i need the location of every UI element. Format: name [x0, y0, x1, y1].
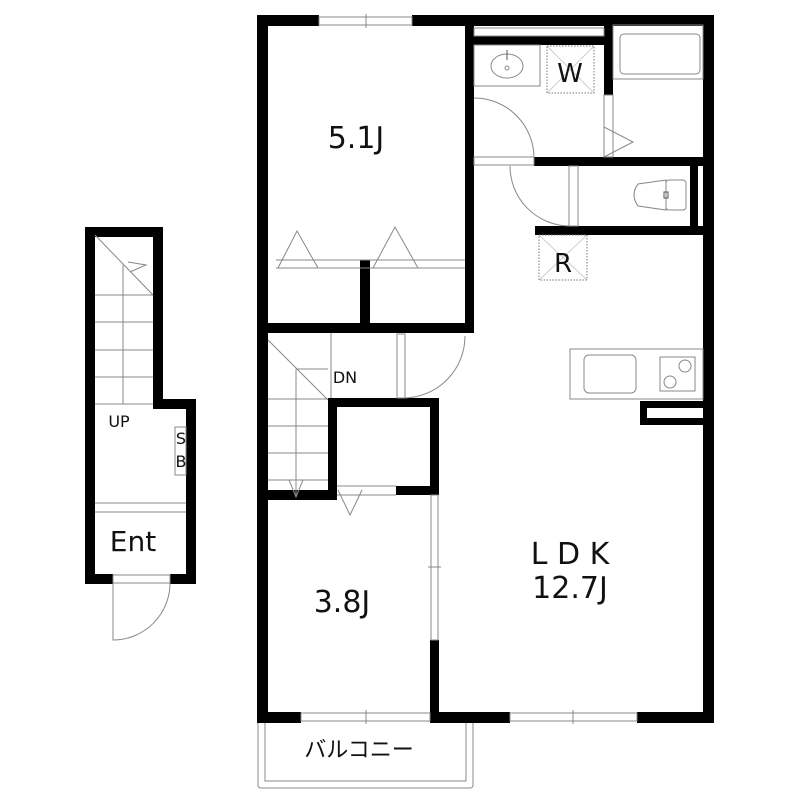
window-room-1[interactable]: [318, 14, 413, 28]
window-room-2[interactable]: [300, 710, 431, 724]
room-label-3-8j: 3.8J: [314, 585, 371, 620]
refrigerator-label: R: [554, 249, 572, 279]
bath-door[interactable]: [603, 94, 635, 158]
room-label-5-1j: 5.1J: [328, 121, 385, 156]
hall-door[interactable]: [396, 333, 466, 399]
sliding-door-3-8j[interactable]: [428, 494, 441, 641]
washroom-door[interactable]: [473, 97, 535, 166]
kitchen-sink-icon: [583, 354, 637, 394]
wet-area: W: [473, 24, 714, 235]
window-ldk[interactable]: [509, 710, 638, 724]
washer-label: W: [557, 59, 583, 89]
main-unit-walls: [257, 15, 714, 723]
shoe-box: [174, 426, 187, 476]
balcony-label: バルコニー: [304, 738, 414, 763]
shoe-box-label-b: B: [176, 452, 187, 471]
room-3-8j: 3.8J: [300, 494, 441, 724]
stove-icon: [659, 356, 696, 392]
ldk-area-label: 12.7J: [532, 571, 608, 606]
stairs-down-area: DN: [257, 333, 466, 517]
room-ldk: L D K 12.7J: [509, 537, 638, 724]
washer-spot: W: [546, 45, 595, 94]
room-5-1j: 5.1J: [257, 15, 474, 333]
stairs-down-icon: [267, 333, 332, 499]
entrance-door[interactable]: [112, 574, 171, 641]
toilet-icon: [633, 179, 687, 211]
stairs-up-label: UP: [108, 412, 130, 431]
washbasin-icon: [473, 44, 541, 87]
refrigerator-spot: R: [538, 234, 588, 281]
entrance-label: Ent: [110, 525, 156, 558]
toilet-door[interactable]: [509, 165, 579, 227]
shoe-box-label-s: S: [176, 429, 186, 448]
entrance-annex: [85, 227, 196, 641]
kitchen-counter: [569, 348, 704, 400]
stairs-up-icon: [94, 234, 154, 405]
balcony: バルコニー: [257, 723, 474, 789]
bathtub-icon: [612, 24, 704, 80]
stairs-down-label: DN: [333, 368, 357, 387]
ldk-label: L D K: [531, 537, 611, 572]
